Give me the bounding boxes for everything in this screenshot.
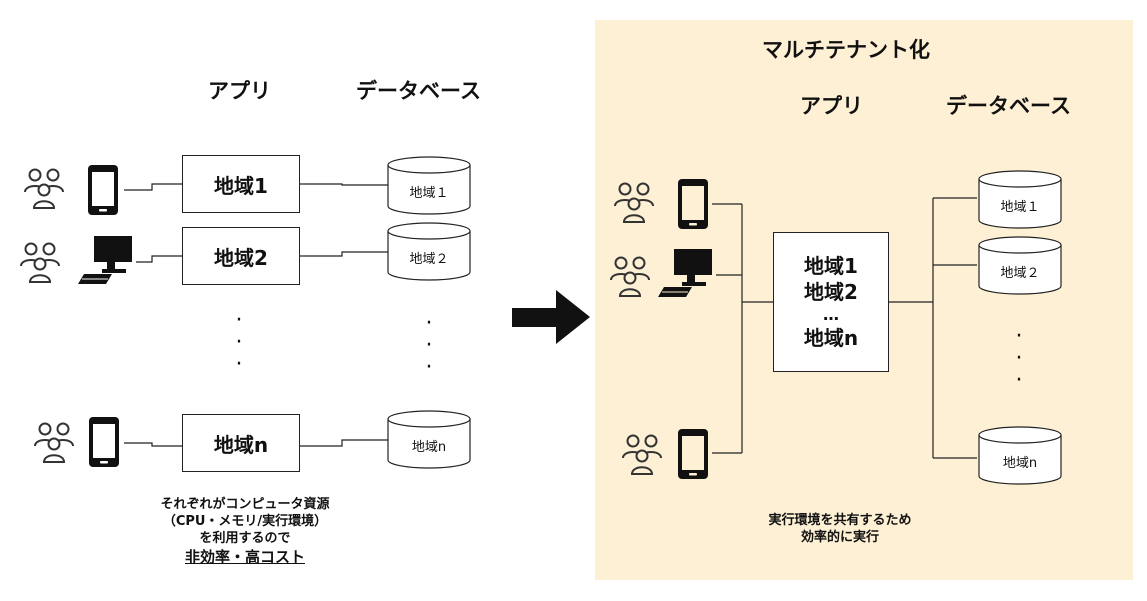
users-icon: [614, 182, 654, 223]
right-header-app: アプリ: [800, 94, 863, 118]
smartphone-icon: [88, 165, 118, 215]
database-icon: [978, 426, 1062, 485]
ellipsis-vertical-icon: ···: [425, 311, 433, 380]
right-db-1: 地域１: [977, 170, 1063, 230]
app-line-2: 地域2: [804, 280, 858, 304]
users-icon: [610, 256, 650, 297]
left-db-2: 地域２: [386, 222, 472, 282]
right-note-line1: 実行環境を共有するため: [768, 513, 912, 528]
db-label: 地域１: [1000, 200, 1040, 215]
multitenant-app-box: 地域1 地域2 … 地域n: [773, 232, 889, 372]
database-icon: [978, 170, 1062, 229]
app-line-n: 地域n: [803, 326, 859, 350]
ellipsis-vertical-icon: ···: [1015, 324, 1023, 393]
users-icon: [20, 242, 60, 283]
right-note-line2: 効率的に実行: [800, 530, 879, 545]
right-db-n: 地域n: [977, 426, 1063, 486]
left-db-n: 地域n: [386, 410, 472, 470]
left-note: それぞれがコンピュータ資源 （CPU・メモリ/実行環境） を利用するので 非効率…: [145, 496, 345, 566]
app-line-1: 地域1: [804, 254, 858, 278]
left-app-box-1: 地域1: [182, 155, 300, 213]
db-label: 地域n: [411, 440, 447, 455]
desktop-computer-icon: [78, 236, 132, 284]
db-label: 地域２: [409, 252, 449, 267]
db-label: 地域１: [409, 186, 449, 201]
users-icon: [34, 422, 74, 463]
database-icon: [387, 156, 471, 215]
app-line-ellipsis: …: [823, 305, 839, 324]
right-db-2: 地域２: [977, 236, 1063, 296]
users-icon: [622, 434, 662, 475]
db-label: 地域２: [1000, 266, 1040, 281]
left-db-1: 地域１: [386, 156, 472, 216]
left-header-app: アプリ: [208, 79, 271, 103]
right-note: 実行環境を共有するため 効率的に実行: [740, 512, 940, 546]
smartphone-icon: [678, 429, 708, 479]
database-icon: [387, 410, 471, 469]
left-header-db: データベース: [356, 79, 481, 103]
users-icon: [24, 168, 64, 209]
right-header-db: データベース: [946, 94, 1071, 118]
smartphone-icon: [678, 179, 708, 229]
left-note-line3: を利用するので: [199, 531, 291, 546]
smartphone-icon: [89, 417, 119, 467]
multitenant-title: マルチテナント化: [762, 38, 930, 62]
arrow-right-icon: [512, 290, 590, 344]
left-app-box-2: 地域2: [182, 227, 300, 285]
left-note-emphasis: 非効率・高コスト: [184, 548, 305, 566]
desktop-computer-icon: [658, 249, 712, 297]
database-icon: [978, 236, 1062, 295]
left-note-line2: （CPU・メモリ/実行環境）: [162, 514, 328, 529]
left-app-box-n: 地域n: [182, 414, 300, 472]
ellipsis-vertical-icon: ···: [235, 308, 243, 377]
db-label: 地域n: [1002, 456, 1038, 471]
database-icon: [387, 222, 471, 281]
left-note-line1: それぞれがコンピュータ資源: [160, 497, 330, 512]
